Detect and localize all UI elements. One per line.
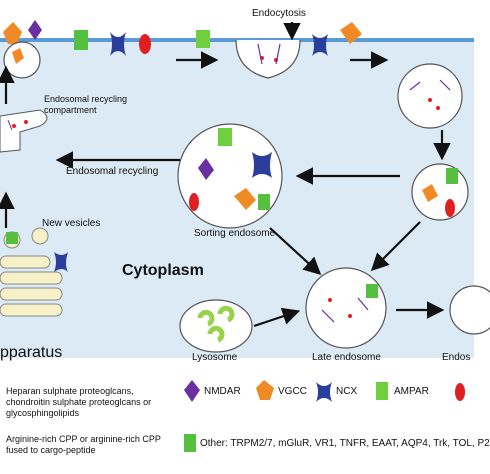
vesicle-right-top: [397, 63, 463, 129]
legend-panel: [0, 358, 474, 474]
legend-hspg: Heparan sulphate proteoglcans, chondroit…: [6, 386, 152, 418]
legend-other: Other: TRPM2/7, mGluR, VR1, TNFR, EAAT, …: [200, 438, 490, 449]
endocytic-pit: [235, 39, 301, 79]
label-cytoplasm: Cytoplasm: [122, 262, 204, 279]
membrane-proteins: [3, 20, 362, 56]
label-new-vesicles: New vesicles: [42, 218, 101, 229]
label-endosomal-recycling-compartment: Endosomal recycling compartment: [44, 94, 128, 115]
label-golgi: pparatus: [0, 344, 63, 361]
vesicle-topleft: [3, 41, 41, 79]
label-endocytosis: Endocytosis: [252, 8, 306, 19]
lysosome: [179, 299, 253, 353]
recycling-compartment: [0, 109, 48, 153]
label-late-endosome: Late endosome: [312, 352, 381, 363]
legend-icons: [184, 380, 465, 452]
vesicle-right-middle: [411, 163, 469, 221]
late-endosome: [305, 267, 387, 349]
label-endosome-cut: Endos: [442, 352, 471, 363]
legend-cpp: Arginine-rich CPP or arginine-rich CPP f…: [6, 434, 161, 455]
golgi-apparatus: [0, 227, 68, 317]
legend-ncx: NCX: [336, 386, 358, 397]
label-endosomal-recycling: Endosomal recycling: [66, 166, 159, 177]
sorting-endosome: [177, 123, 283, 229]
diagram-canvas: Endocytosis Endosomal recycling compartm…: [0, 8, 490, 474]
label-sorting-endosome: Sorting endosome: [194, 228, 276, 239]
legend-ampar: AMPAR: [394, 386, 429, 397]
diagram-svg: [0, 20, 490, 474]
legend-nmdar: NMDAR: [204, 386, 241, 397]
label-lysosome: Lysosome: [192, 352, 238, 363]
arrows: [0, 22, 451, 328]
endosome-right-edge: [449, 285, 490, 335]
legend-vgcc: VGCC: [278, 386, 307, 397]
